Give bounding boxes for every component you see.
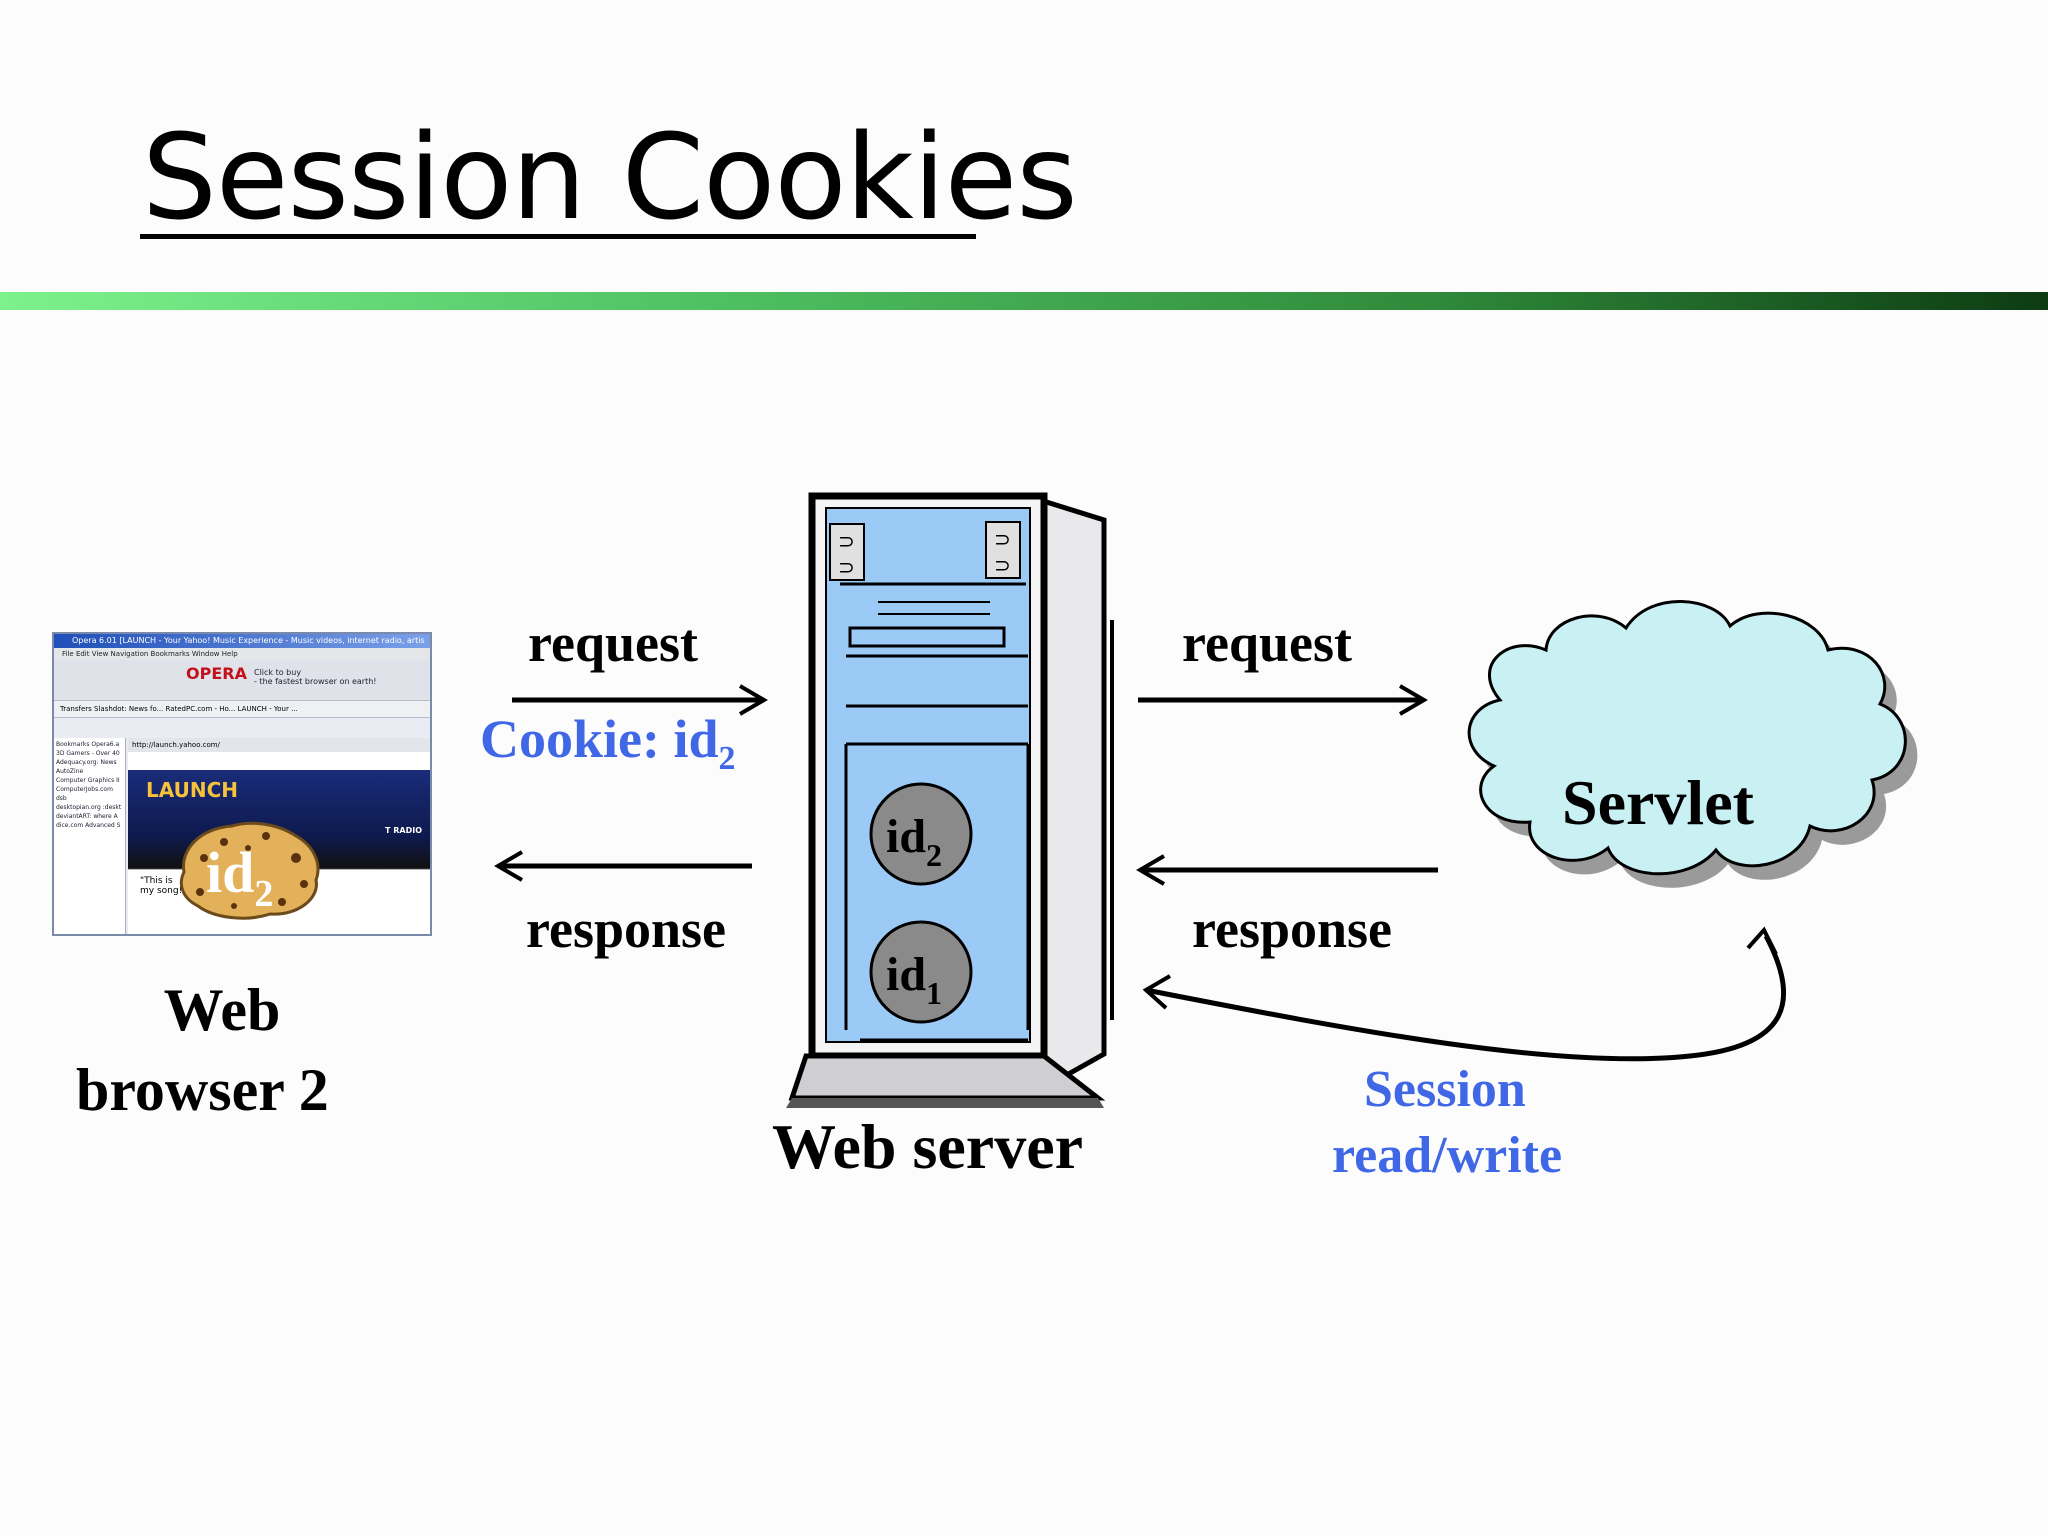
list-item: Adequacy.org: News: [56, 759, 117, 766]
list-item: dice.com Advanced S: [56, 822, 121, 829]
slide-title: Session Cookies: [142, 108, 1078, 246]
browser-ad: Click to buy - the fastest browser on ea…: [254, 668, 377, 686]
response-arrow-right: [1136, 854, 1438, 886]
session-id2-subscript: 2: [926, 837, 942, 873]
cookie-header-label: Cookie: id2: [480, 709, 736, 777]
list-item: ComputerJobs.com: [56, 786, 113, 793]
cookie-id-subscript: 2: [254, 873, 273, 915]
list-item: deviantART: where A: [56, 813, 118, 820]
response-label-left: response: [526, 899, 727, 959]
browser-titlebar: Opera 6.01 [LAUNCH - Your Yahoo! Music E…: [54, 634, 430, 648]
servlet-cloud: Servlet: [1467, 600, 1918, 888]
svg-text:⊃: ⊃: [838, 555, 855, 579]
request-arrow-left: [512, 684, 768, 716]
cookie-id-text: id: [206, 840, 254, 905]
svg-text:id2: id2: [206, 840, 273, 915]
request-label-left: request: [528, 613, 698, 673]
servlet-label: Servlet: [1562, 767, 1755, 838]
browser-menubar: File Edit View Navigation Bookmarks Wind…: [54, 648, 430, 660]
session-disk-id1: id1: [869, 920, 973, 1024]
title-underline: [140, 234, 976, 239]
browser-screenshot: Opera 6.01 [LAUNCH - Your Yahoo! Music E…: [52, 632, 432, 936]
svg-text:⊃: ⊃: [994, 527, 1011, 551]
session-id2-text: id: [886, 810, 926, 863]
svg-text:⊃: ⊃: [838, 529, 855, 553]
session-label-line2: read/write: [1332, 1127, 1563, 1184]
opera-logo: OPERA: [186, 664, 247, 683]
list-item: Computer Graphics II: [56, 777, 120, 784]
browser-tabs: Transfers Slashdot: News fo... RatedPC.c…: [54, 701, 430, 718]
browser-bookmarks-panel: Bookmarks Opera6.a 3D Gamers - Over 40 A…: [54, 738, 126, 934]
song-caption: "This is my song!": [140, 876, 187, 896]
list-item: AutoZine: [56, 768, 84, 775]
browser-address-bar: http://launch.yahoo.com/: [128, 738, 430, 752]
browser-toolbar: OPERA Click to buy - the fastest browser…: [54, 660, 430, 701]
svg-text:⊃: ⊃: [994, 553, 1011, 577]
green-gradient-divider: [0, 292, 2048, 310]
list-item: 3D Gamers - Over 40: [56, 750, 120, 757]
radio-text: T RADIO: [384, 826, 422, 835]
launch-logo: LAUNCH: [146, 778, 239, 802]
response-label-right: response: [1192, 899, 1393, 959]
request-arrow-right: [1138, 684, 1428, 716]
list-item: desktopian.org :deskt: [56, 804, 122, 811]
session-disk-id2: id2: [869, 782, 973, 886]
session-readwrite-arrow: [1142, 926, 1787, 1062]
browser-caption-line1: Web: [163, 977, 281, 1043]
response-arrow-left: [494, 850, 752, 882]
session-id1-subscript: 1: [926, 975, 942, 1011]
session-label-line1: Session: [1364, 1061, 1526, 1118]
list-item: dsb: [56, 795, 67, 802]
request-label-right: request: [1182, 613, 1352, 673]
session-id1-text: id: [886, 948, 926, 1001]
browser-caption-line2: browser 2: [76, 1057, 329, 1123]
cookie-icon: id2: [179, 821, 320, 920]
web-server-caption: Web server: [772, 1111, 1083, 1182]
svg-text:id1: id1: [886, 948, 942, 1011]
list-item: Bookmarks Opera6.a: [56, 741, 120, 748]
svg-text:id2: id2: [886, 810, 942, 873]
